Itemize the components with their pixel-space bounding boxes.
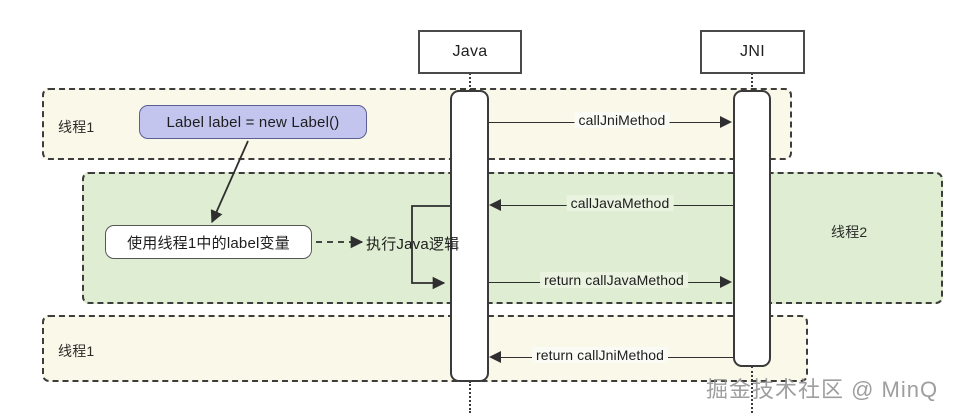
msg-return-call-jni-arrowhead <box>489 351 501 363</box>
note-label-creation[interactable]: Label label = new Label() <box>139 105 367 139</box>
lifeline-stem-java-bottom <box>469 381 471 413</box>
lifeline-head-jni-label: JNI <box>740 43 765 60</box>
msg-call-java-arrowhead <box>489 199 501 211</box>
msg-call-jni-arrowhead <box>720 116 732 128</box>
note-label-creation-text: Label label = new Label() <box>166 113 340 131</box>
note-label-usage[interactable]: 使用线程1中的label变量 <box>105 225 312 259</box>
msg-return-call-jni-label: return callJniMethod <box>531 347 669 363</box>
region-thread2-middle-label: 线程2 <box>831 224 868 240</box>
msg-call-java-label: callJavaMethod <box>566 195 674 211</box>
region-thread1-bottom-label: 线程1 <box>58 343 95 359</box>
msg-return-call-java-arrowhead <box>720 276 732 288</box>
watermark: 掘金技术社区 @ MinQ <box>706 377 939 402</box>
self-call-java-label: 执行Java逻辑 <box>366 236 460 253</box>
lifeline-head-jni[interactable]: JNI <box>700 30 805 74</box>
lifeline-head-java-label: Java <box>452 43 488 60</box>
note-label-usage-text: 使用线程1中的label变量 <box>127 234 290 252</box>
lifeline-head-java[interactable]: Java <box>418 30 522 74</box>
lifeline-stem-java <box>469 73 471 91</box>
activation-bar-java[interactable] <box>450 90 489 382</box>
region-thread1-top-label: 线程1 <box>58 119 95 135</box>
msg-return-call-java-label: return callJavaMethod <box>540 272 688 288</box>
lifeline-stem-jni-bottom <box>751 366 753 413</box>
msg-call-jni-label: callJniMethod <box>574 112 670 128</box>
lifeline-stem-jni <box>751 73 753 91</box>
region-thread1-bottom <box>42 315 808 382</box>
activation-bar-jni[interactable] <box>733 90 771 367</box>
